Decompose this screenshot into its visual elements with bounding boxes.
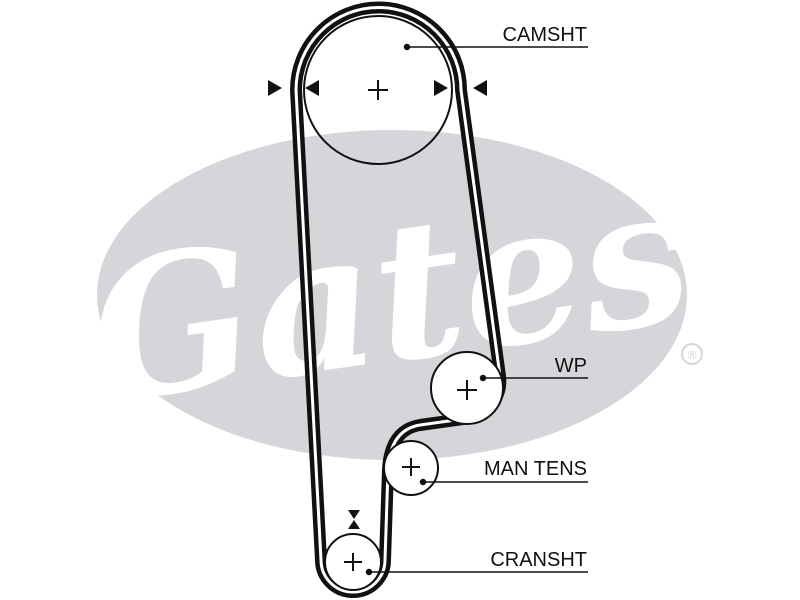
water-pump-center-cross xyxy=(457,380,477,400)
water-pump-label: WP xyxy=(555,355,587,377)
registered-mark-circle xyxy=(681,343,703,365)
crankshaft-leader-dot xyxy=(365,568,373,576)
tensioner-center-cross xyxy=(402,458,420,476)
gates-logo: Gates ® xyxy=(77,130,703,460)
crankshaft-center-cross xyxy=(344,553,362,571)
camshaft-center-cross xyxy=(368,80,388,100)
registered-mark: ® xyxy=(688,348,697,362)
tensioner-leader-dot xyxy=(419,478,427,486)
crank-mark-top-arrow xyxy=(348,510,360,519)
cam-mark-outer-right-arrow xyxy=(473,80,487,96)
tensioner-label: MAN TENS xyxy=(484,458,587,480)
water-pump-pulley xyxy=(430,351,504,425)
cam-mark-inner-left-arrow xyxy=(305,80,319,96)
camshaft-leader-dot xyxy=(403,43,411,51)
timing-marks xyxy=(268,80,487,529)
water-pump-leader-dot xyxy=(479,374,487,382)
crankshaft-pulley xyxy=(324,533,382,591)
leader-lines xyxy=(365,43,588,576)
cam-mark-inner-right-arrow xyxy=(434,80,448,96)
crankshaft-label: CRANSHT xyxy=(490,549,587,571)
crank-mark-bottom-arrow xyxy=(348,520,360,529)
camshaft-label: CAMSHT xyxy=(503,24,587,46)
cam-mark-outer-left-arrow xyxy=(268,80,282,96)
camshaft-pulley-circle xyxy=(303,15,453,165)
camshaft-pulley xyxy=(303,15,453,165)
tensioner-pulley xyxy=(383,440,439,496)
